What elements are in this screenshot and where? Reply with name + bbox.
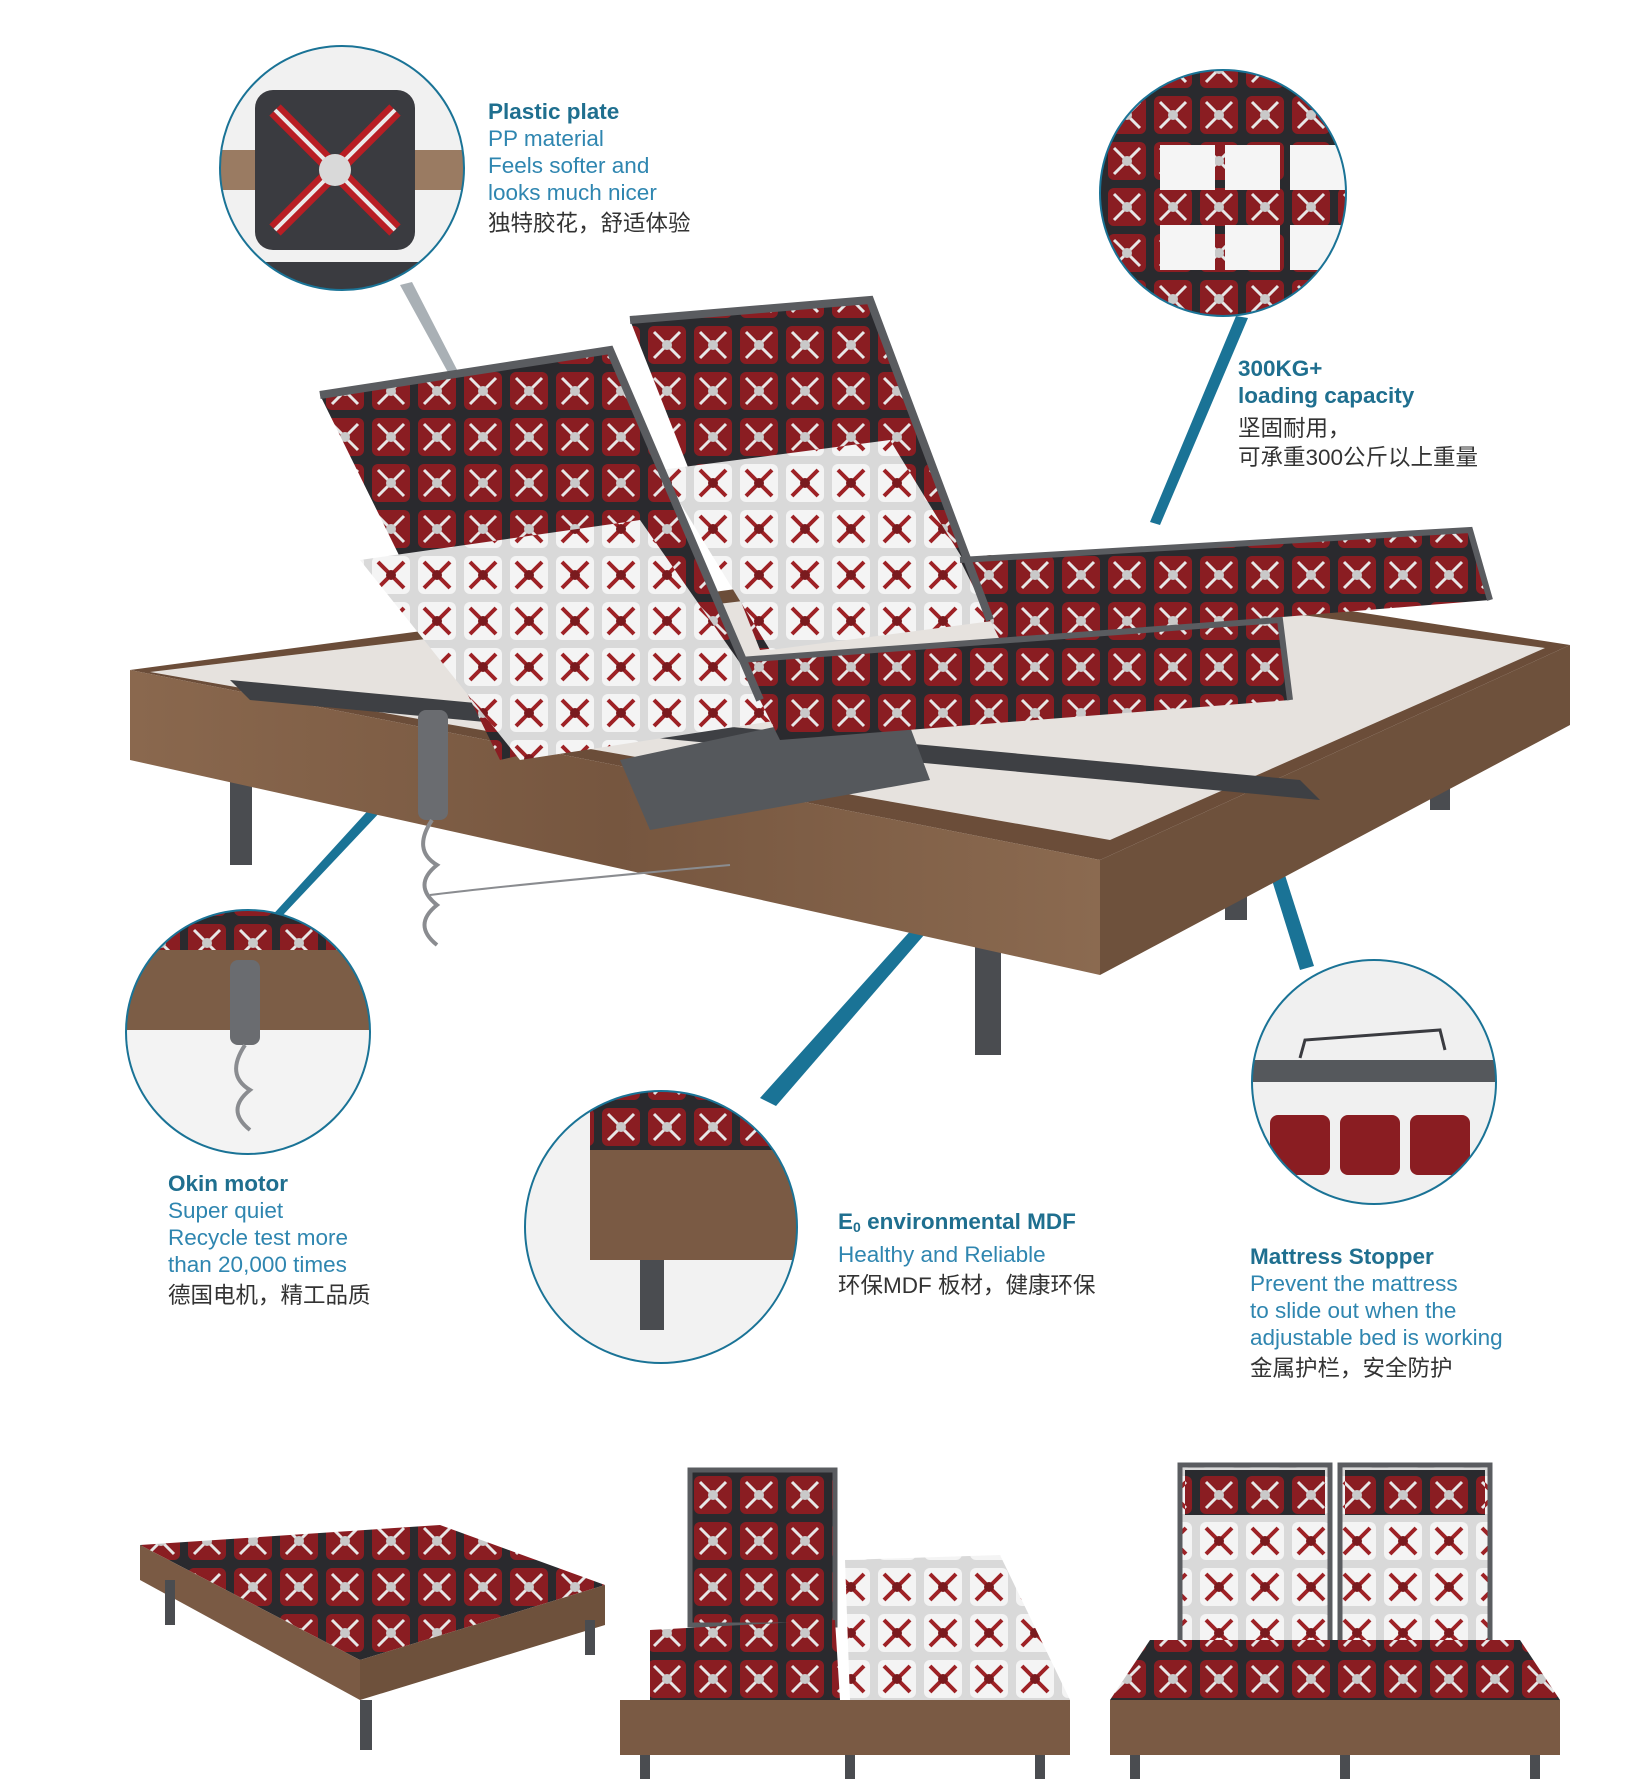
- zoom-circle-mdf: [524, 1090, 798, 1364]
- callout-line: adjustable bed is working: [1250, 1325, 1503, 1350]
- callout-title: loading capacity: [1238, 383, 1415, 408]
- callout-line: Healthy and Reliable: [838, 1242, 1046, 1267]
- callout-line: to slide out when the: [1250, 1298, 1457, 1323]
- zoom-circle-plastic-plate: [219, 45, 465, 291]
- title-pre: E: [838, 1209, 854, 1234]
- callout-mdf: E0 environmental MDF Healthy and Reliabl…: [838, 1208, 1096, 1299]
- title-subscript: 0: [853, 1219, 861, 1235]
- callout-zh: 坚固耐用，: [1238, 416, 1351, 441]
- callout-zh: 德国电机，精工品质: [168, 1283, 371, 1308]
- callout-title: Okin motor: [168, 1171, 289, 1196]
- callout-zh: 可承重300公斤以上重量: [1238, 445, 1479, 470]
- callout-title: 300KG+: [1238, 356, 1323, 381]
- callout-line: Recycle test more: [168, 1225, 349, 1250]
- zoom-circle-stopper: [1251, 959, 1497, 1205]
- callout-line: Prevent the mattress: [1250, 1271, 1458, 1296]
- callout-zh: 金属护栏，安全防护: [1250, 1356, 1453, 1381]
- bed-thumbnail-both-raised: [1110, 1462, 1560, 1779]
- zoom-circle-motor: [125, 909, 371, 1155]
- callout-title: Mattress Stopper: [1250, 1244, 1434, 1269]
- callout-line: Super quiet: [168, 1198, 284, 1223]
- callout-line: than 20,000 times: [168, 1252, 347, 1277]
- zoom-circle-loading: [1099, 69, 1347, 317]
- callout-mattress-stopper: Mattress Stopper Prevent the mattress to…: [1250, 1243, 1503, 1382]
- callout-line: PP material: [488, 126, 604, 151]
- callout-zh: 环保MDF 板材，健康环保: [838, 1273, 1096, 1298]
- callout-loading-capacity: 300KG+ loading capacity 坚固耐用， 可承重300公斤以上…: [1238, 355, 1478, 471]
- callout-title: Plastic plate: [488, 99, 620, 124]
- main-bed: [130, 295, 1570, 1055]
- callout-zh: 独特胶花，舒适体验: [488, 211, 691, 236]
- bed-thumbnail-flat: [140, 1525, 605, 1750]
- bed-thumbnail-half-raised: [620, 1467, 1070, 1779]
- title-post: environmental MDF: [860, 1209, 1076, 1234]
- callout-okin-motor: Okin motor Super quiet Recycle test more…: [168, 1170, 371, 1309]
- callout-title: E0 environmental MDF: [838, 1208, 1096, 1241]
- callout-line: Feels softer and: [488, 153, 650, 178]
- callout-plastic-plate: Plastic plate PP material Feels softer a…: [488, 98, 691, 237]
- callout-line: looks much nicer: [488, 180, 657, 205]
